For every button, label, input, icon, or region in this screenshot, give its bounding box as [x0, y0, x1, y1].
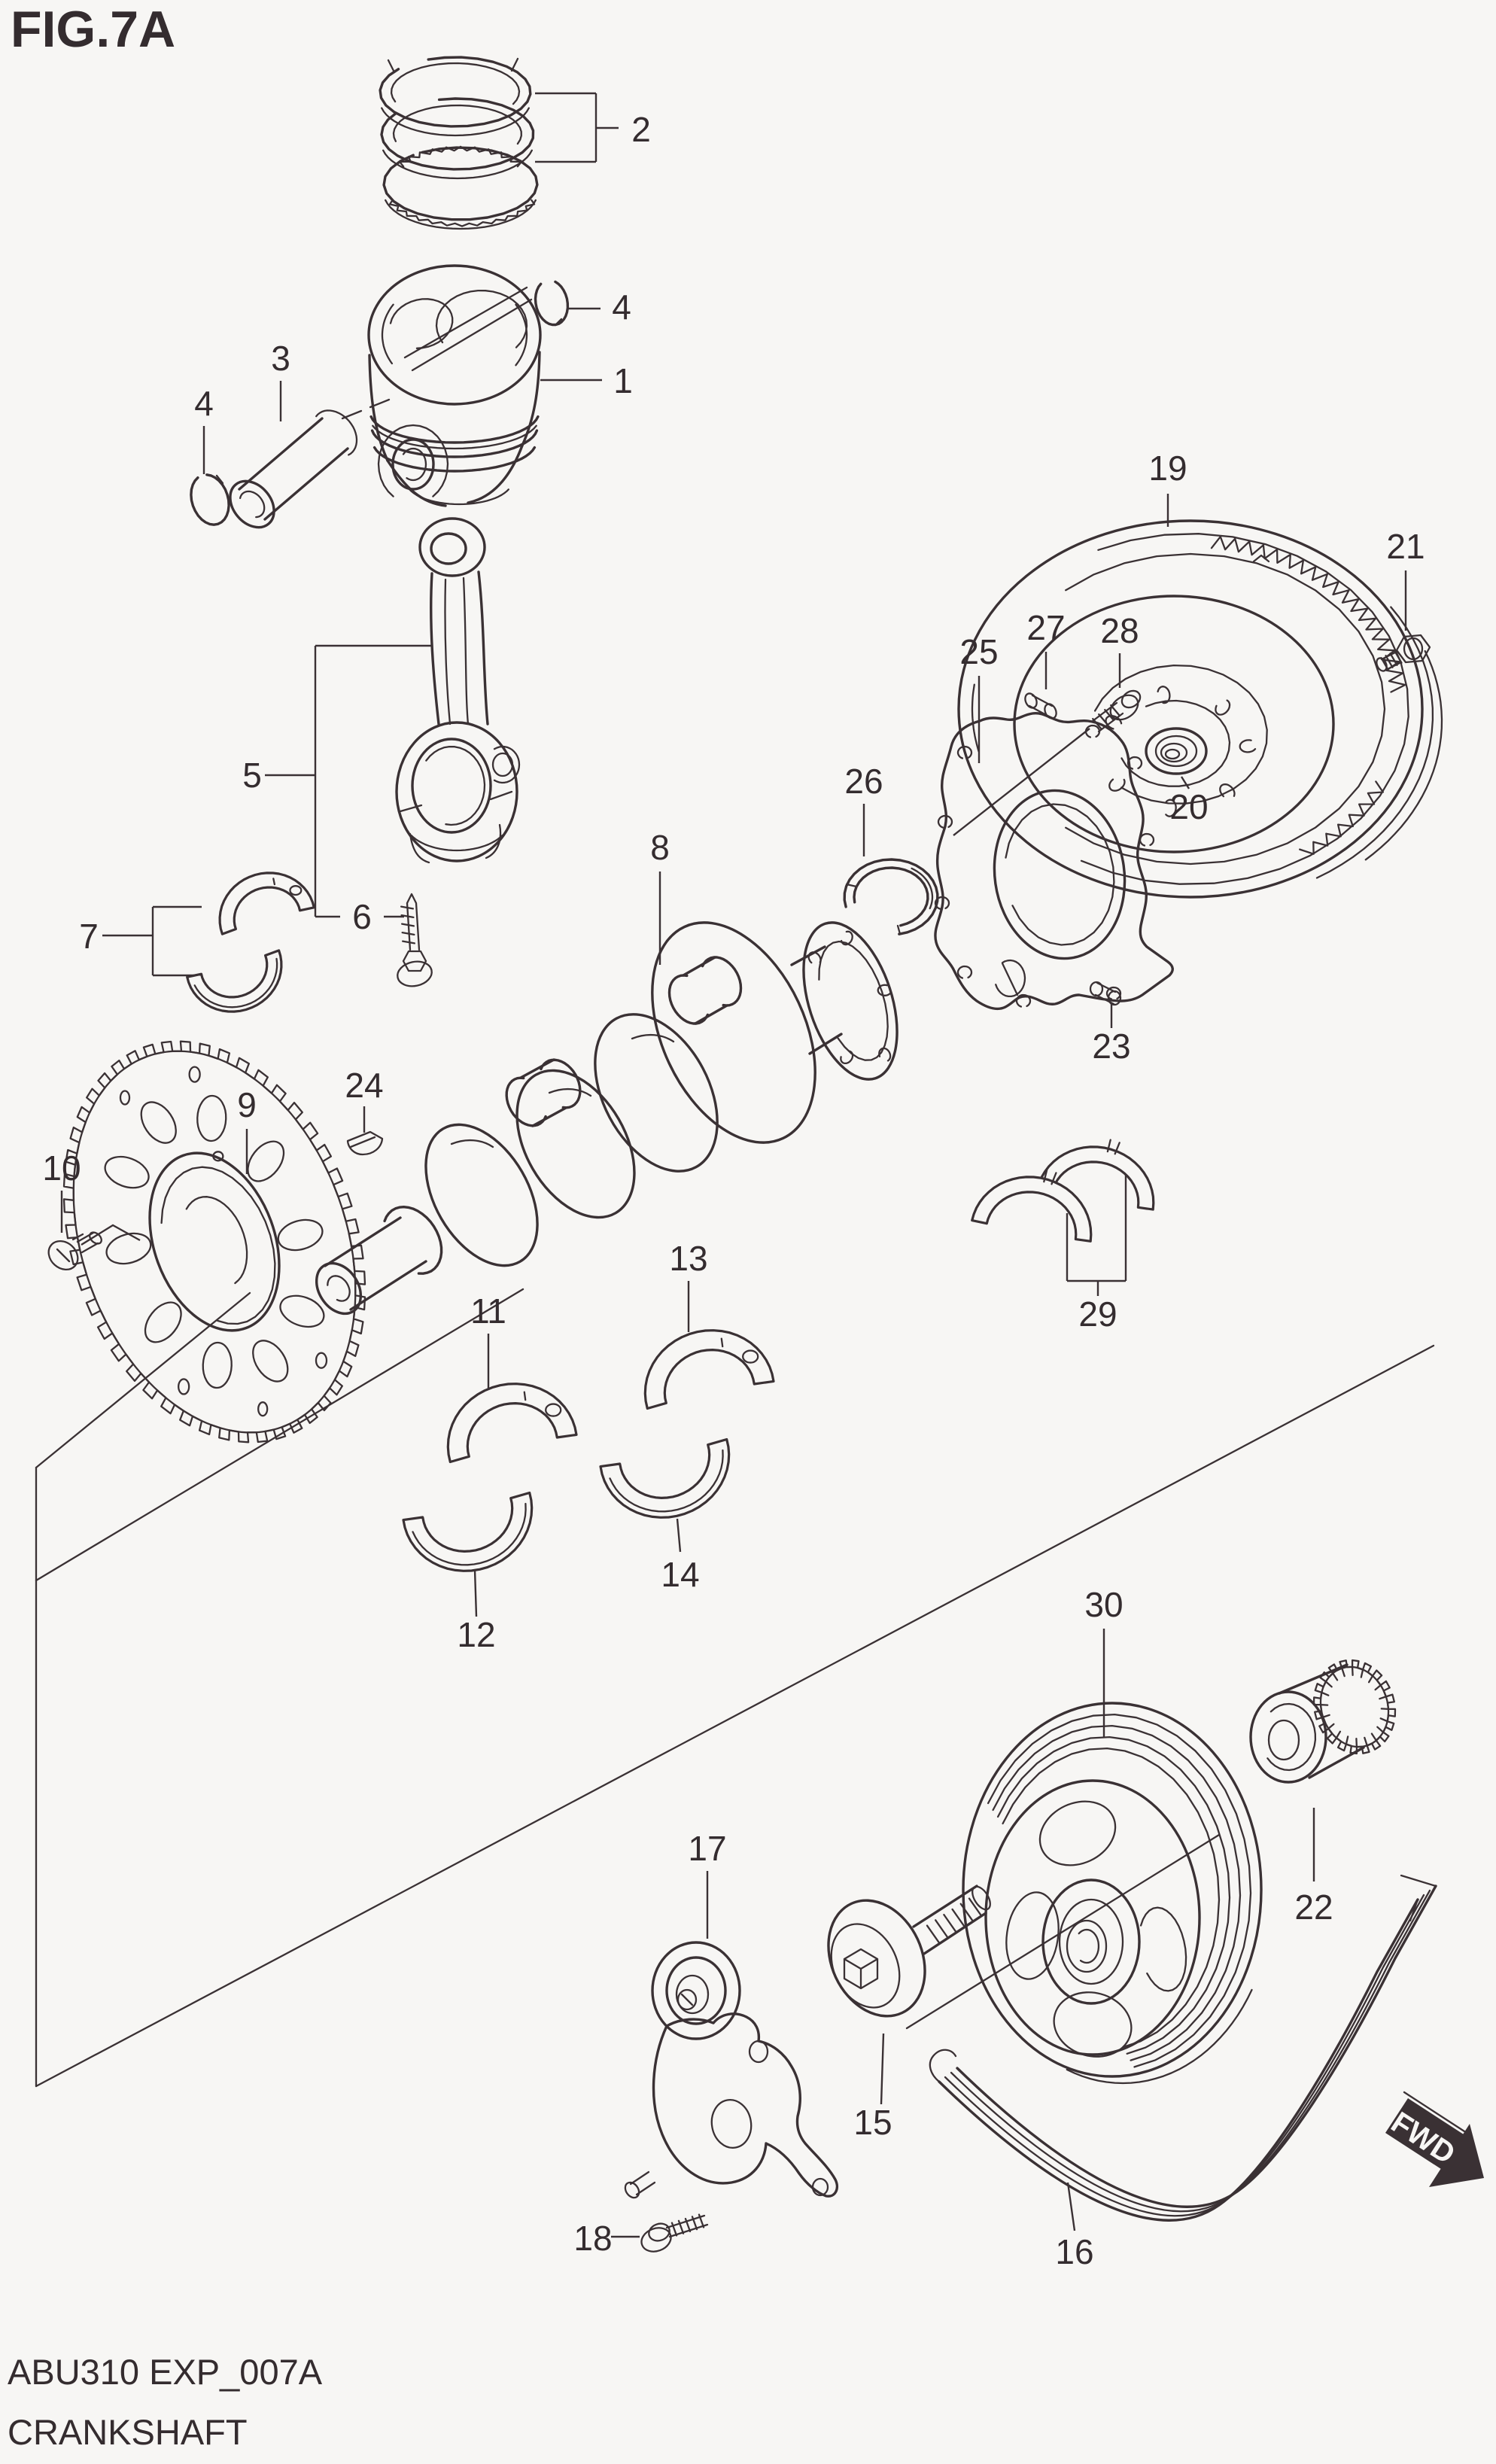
belt-tensioner: [624, 1941, 839, 2199]
rod-bolt-threads: [400, 905, 416, 945]
piston-pin: [229, 398, 391, 529]
thrust-bearing-pair: [971, 1139, 1155, 1243]
seal-plate-holes: [934, 724, 1155, 1008]
gear-screw: [47, 1231, 102, 1271]
callout-21: 21: [1386, 527, 1425, 566]
callout-2: 2: [631, 110, 651, 149]
callout-4b: 4: [612, 287, 631, 327]
piston-ring-set: [379, 56, 539, 230]
callout-labels: 2 4 1 3 4 5 6 7 8 9 10 11 12 13 14 15 16…: [42, 110, 1425, 2271]
callout-11: 11: [470, 1291, 506, 1331]
piston-crown-details: [381, 289, 528, 367]
leader-lines: [60, 92, 1407, 2238]
callout-26: 26: [844, 762, 883, 801]
callout-22: 22: [1294, 1888, 1333, 1927]
section-plane-lines: [35, 1288, 1435, 2088]
callout-3: 3: [271, 339, 290, 378]
drive-belt: [929, 1874, 1437, 2222]
plate-bolt-threads: [1092, 704, 1120, 731]
sprocket-teeth: [1266, 1659, 1397, 1772]
callout-28: 28: [1100, 611, 1139, 650]
callout-9: 9: [237, 1085, 257, 1124]
circlips: [190, 280, 570, 526]
rod-bolt: [397, 893, 433, 987]
rear-oil-seal: [843, 858, 939, 935]
figure-title: FIG.7A: [11, 1, 175, 58]
footer-name: CRANKSHAFT: [8, 2412, 248, 2452]
callout-8: 8: [650, 828, 670, 867]
tensioner-bolt: [640, 2213, 709, 2253]
footer-code: ABU310 EXP_007A: [8, 2352, 323, 2392]
piston: [367, 264, 542, 507]
flywheel-details: [971, 533, 1443, 885]
callout-24: 24: [345, 1066, 383, 1105]
callout-19: 19: [1148, 449, 1187, 488]
callout-23: 23: [1092, 1027, 1130, 1066]
pulley-bolt: [827, 1885, 991, 2018]
knock-pin: [1024, 692, 1057, 719]
callout-16: 16: [1055, 2232, 1093, 2271]
callout-5: 5: [242, 756, 262, 795]
timing-gear: [62, 1040, 366, 1443]
pulley-bolt-threads: [926, 1897, 983, 1944]
rod-bearing-pair: [186, 872, 315, 1013]
main-bearing-pair-right: [599, 1329, 775, 1519]
callout-14: 14: [661, 1555, 699, 1594]
tensioner-bolt-threads: [670, 2213, 705, 2237]
crankshaft: [315, 921, 899, 1316]
pilot-bearing: [1145, 727, 1208, 775]
woodruff-key: [346, 1130, 384, 1156]
callout-10: 10: [42, 1148, 81, 1188]
callout-1: 1: [613, 361, 633, 400]
piston-pin-ends: [239, 409, 358, 519]
connecting-rod: [395, 517, 521, 864]
crankshaft-webs: [327, 921, 899, 1302]
flywheel-bolt: [1376, 634, 1431, 672]
pulley-details: [984, 1713, 1253, 2085]
callout-27: 27: [1026, 608, 1065, 647]
callout-30: 30: [1084, 1585, 1123, 1624]
callout-4a: 4: [194, 384, 214, 423]
callout-25: 25: [959, 632, 998, 671]
callout-6: 6: [352, 897, 372, 936]
flywheel-bolt-threads: [1380, 650, 1403, 671]
callout-17: 17: [688, 1829, 726, 1868]
callout-7: 7: [79, 917, 99, 956]
crank-pulley: [962, 1702, 1263, 2085]
crank-sprocket: [1249, 1659, 1397, 1784]
callout-29: 29: [1078, 1294, 1117, 1334]
rod-big-end-details: [399, 745, 521, 864]
callout-13: 13: [669, 1239, 707, 1278]
callout-15: 15: [853, 2103, 892, 2142]
piston-pin-boss: [377, 424, 449, 497]
seal-retainer-plate: [934, 711, 1174, 1011]
main-bearing-pair-left: [402, 1383, 578, 1572]
fwd-arrow: FWD: [1385, 2091, 1484, 2187]
callout-12: 12: [457, 1615, 495, 1654]
flywheel: [957, 519, 1443, 899]
callout-18: 18: [573, 2219, 612, 2258]
callout-20: 20: [1169, 787, 1208, 826]
